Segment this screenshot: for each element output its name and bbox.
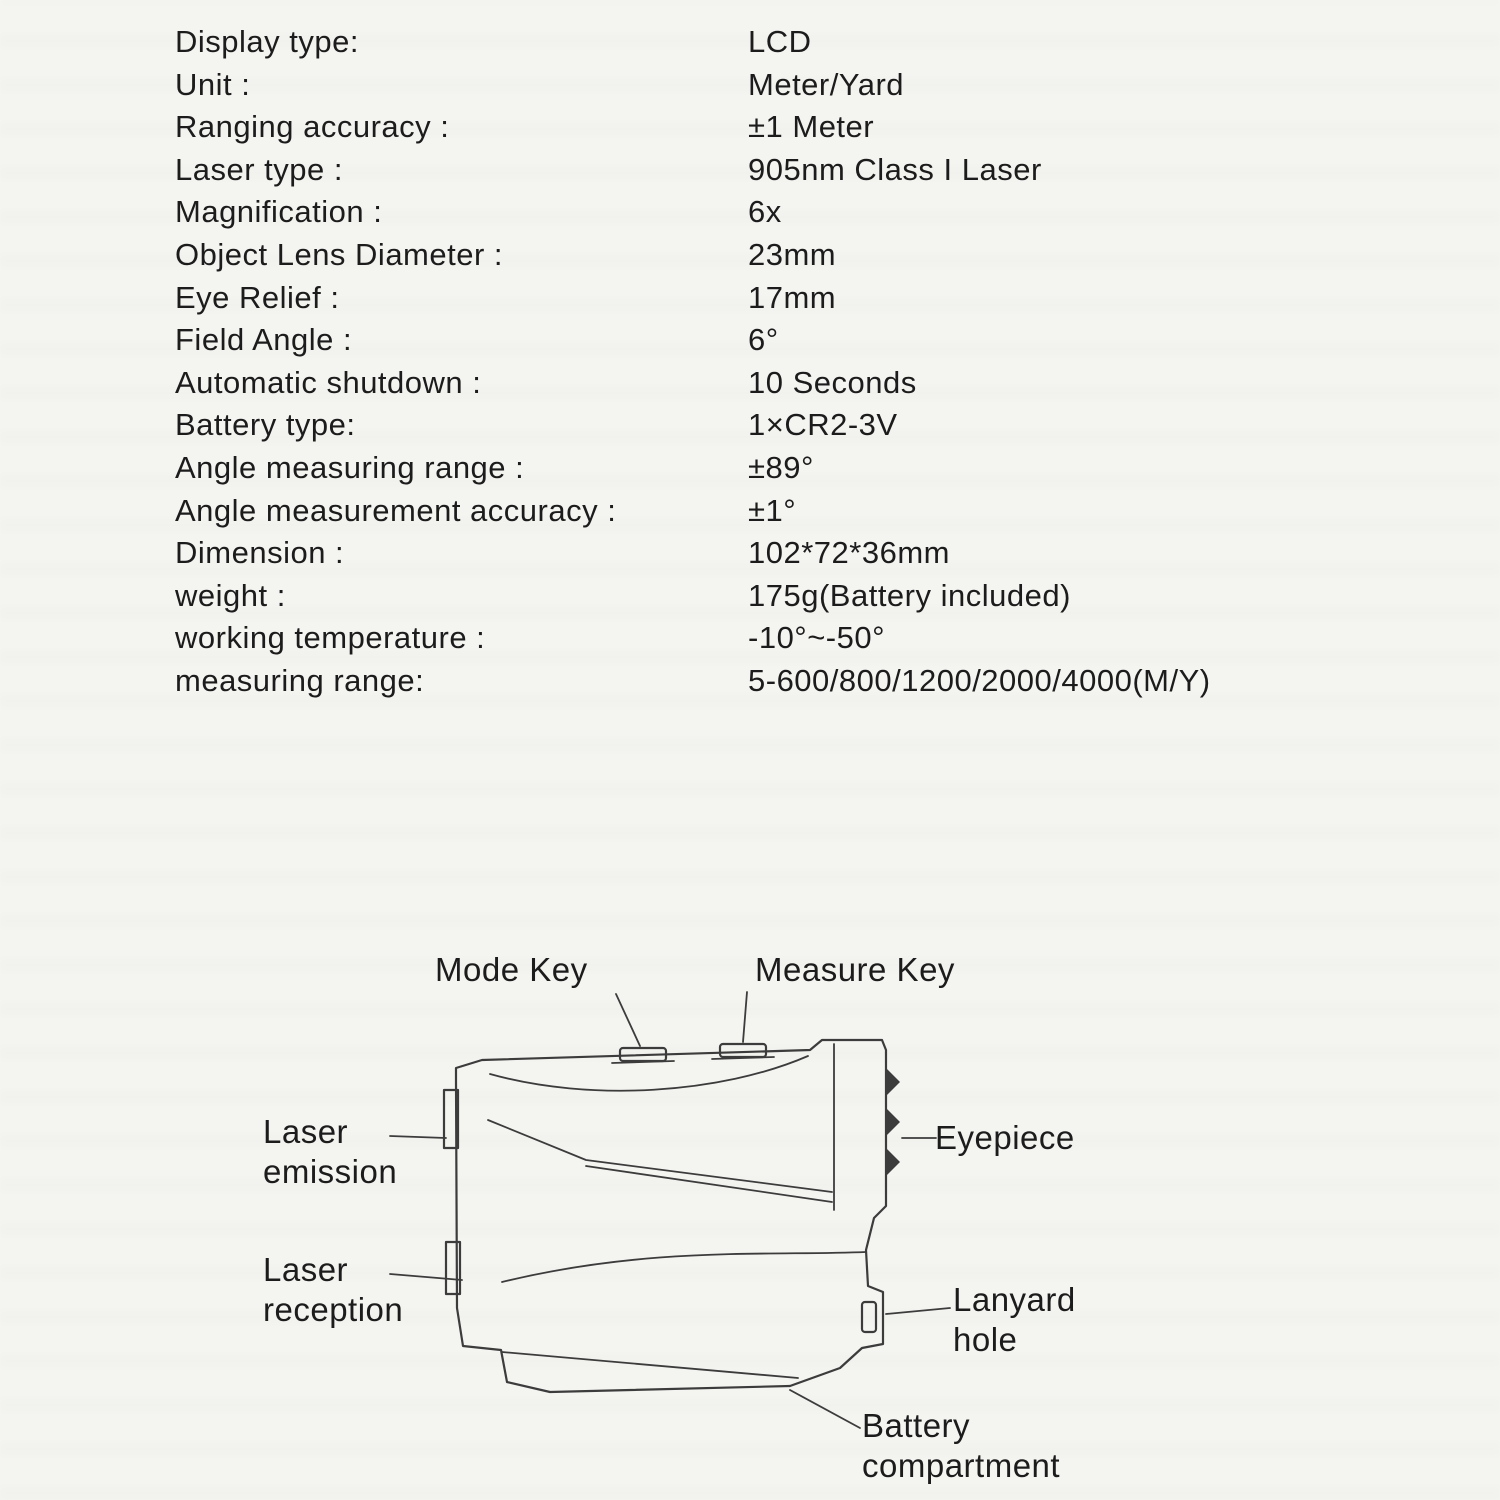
eyepiece-label: Eyepiece	[935, 1119, 1075, 1156]
spec-row: Object Lens Diameter : 23mm	[175, 237, 1425, 280]
spec-row: Field Angle : 6°	[175, 322, 1425, 365]
measure-key-label: Measure Key	[755, 951, 955, 988]
lanyard-hole-leader	[885, 1307, 951, 1315]
spec-row: Battery type: 1×CR2-3V	[175, 407, 1425, 450]
spec-row: working temperature : -10°~-50°	[175, 620, 1425, 663]
spec-value: -10°~-50°	[748, 620, 886, 656]
mode-key-leader	[615, 993, 641, 1047]
spec-value: 175g(Battery included)	[748, 577, 1071, 613]
spec-label: Eye Relief :	[175, 279, 340, 315]
spec-label: working temperature :	[175, 620, 486, 656]
spec-value: 102*72*36mm	[748, 535, 950, 571]
spec-value: ±89°	[748, 449, 814, 485]
spec-label: Magnification :	[175, 194, 383, 230]
spec-row: Unit : Meter/Yard	[175, 67, 1425, 110]
spec-value: 1×CR2-3V	[748, 407, 898, 443]
spec-label: Display type:	[175, 24, 359, 59]
spec-table: Display type: LCD Unit : Meter/Yard Rangin…	[175, 24, 1425, 706]
device-body-outline	[454, 1038, 888, 1394]
laser-emission-leader	[389, 1135, 447, 1139]
rangefinder-diagram	[389, 991, 951, 1429]
laser-reception-label: Laser reception	[263, 1251, 404, 1328]
measure-key-leader	[742, 991, 748, 1043]
battery-compartment-label: Battery compartment	[862, 1407, 1061, 1484]
spec-row: Dimension : 102*72*36mm	[175, 535, 1425, 578]
spec-value: ±1 Meter	[748, 109, 875, 145]
spec-label: weight :	[175, 577, 286, 613]
lanyard-hole-label: Lanyard hole	[953, 1281, 1076, 1358]
spec-row: Angle measuring range : ±89°	[175, 450, 1425, 493]
spec-row: Automatic shutdown : 10 Seconds	[175, 365, 1425, 408]
spec-label: Angle measuring range :	[175, 449, 525, 485]
spec-label: Laser type :	[175, 151, 343, 187]
mode-key-label: Mode Key	[435, 951, 588, 988]
spec-value: 17mm	[748, 279, 837, 315]
spec-row: Laser type : 905nm Class I Laser	[175, 152, 1425, 195]
spec-label: Ranging accuracy :	[175, 109, 450, 145]
spec-row: Eye Relief : 17mm	[175, 280, 1425, 323]
spec-row: measuring range: 5-600/800/1200/2000/4000…	[175, 663, 1425, 706]
spec-value: ±1°	[748, 492, 797, 528]
spec-row: weight : 175g(Battery included)	[175, 578, 1425, 621]
spec-label: Object Lens Diameter :	[175, 236, 504, 272]
battery-compartment-leader	[789, 1389, 861, 1429]
spec-value: 5-600/800/1200/2000/4000(M/Y)	[748, 662, 1211, 698]
spec-value: LCD	[748, 24, 812, 59]
spec-label: Automatic shutdown :	[175, 364, 482, 400]
spec-value: Meter/Yard	[748, 66, 905, 102]
spec-label: Battery type:	[175, 407, 356, 443]
spec-value: 6°	[748, 322, 779, 358]
laser-emission-window	[442, 1088, 460, 1150]
laser-emission-label: Laser emission	[263, 1113, 398, 1190]
spec-row: Ranging accuracy : ±1 Meter	[175, 109, 1425, 152]
lanyard-hole-shape	[860, 1300, 878, 1334]
spec-label: Angle measurement accuracy :	[175, 492, 617, 528]
spec-value: 905nm Class I Laser	[748, 151, 1042, 187]
spec-value: 23mm	[748, 236, 837, 272]
spec-label: Dimension :	[175, 535, 345, 571]
laser-reception-window	[444, 1240, 462, 1296]
spec-value: 6x	[748, 194, 782, 230]
spec-row: Magnification : 6x	[175, 194, 1425, 237]
spec-row: Angle measurement accuracy : ±1°	[175, 493, 1425, 536]
spec-label: measuring range:	[175, 662, 425, 698]
spec-value: 10 Seconds	[748, 364, 917, 400]
spec-label: Field Angle :	[175, 322, 353, 358]
eyepiece-ridges	[886, 1068, 900, 1176]
spec-label: Unit :	[175, 66, 251, 102]
laser-reception-leader	[389, 1273, 463, 1281]
spec-row: Display type: LCD	[175, 24, 1425, 67]
